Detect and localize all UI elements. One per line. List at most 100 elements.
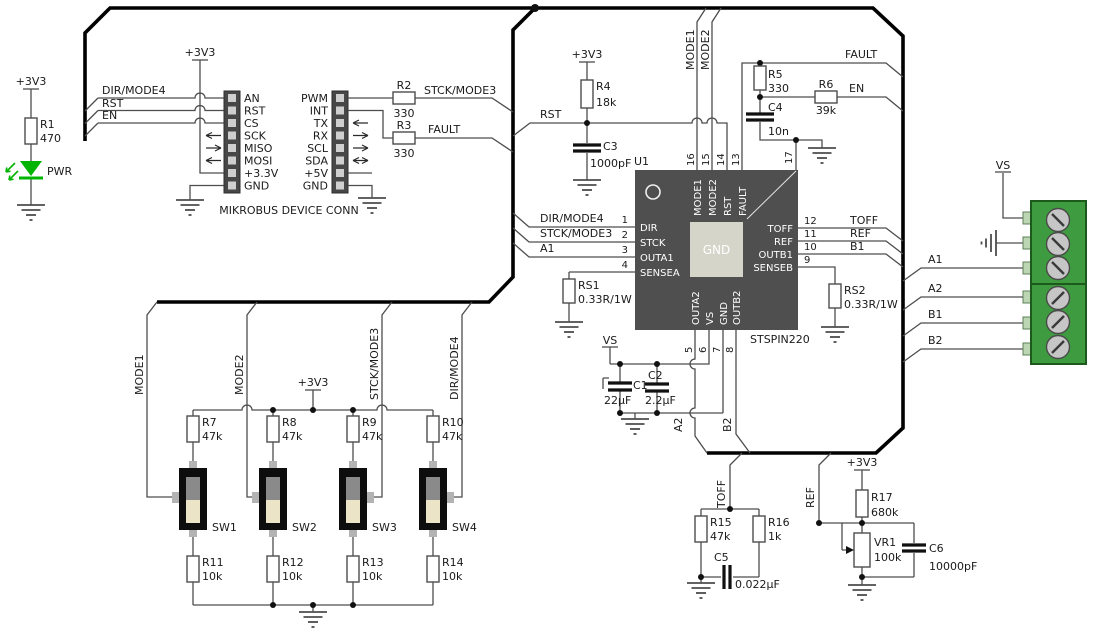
rail-label: VS bbox=[603, 334, 618, 347]
pin-name: RST bbox=[723, 196, 734, 216]
resistor-ref: R12 bbox=[282, 556, 304, 569]
pin-number: 3 bbox=[622, 245, 628, 256]
led-icon bbox=[20, 161, 42, 176]
capacitor-value: 2.2µF bbox=[645, 394, 676, 407]
resistor-value: 47k bbox=[362, 430, 383, 443]
junction-dot bbox=[350, 602, 356, 608]
net-label: EN bbox=[849, 82, 864, 95]
net-label: B2 bbox=[721, 417, 734, 432]
pin-name: REF bbox=[774, 237, 793, 248]
resistor-r7 bbox=[186, 415, 200, 443]
rail-label: VS bbox=[996, 159, 1011, 172]
junction-dot bbox=[816, 520, 822, 526]
junction-dot bbox=[350, 407, 356, 413]
capacitor-value: 10000pF bbox=[929, 560, 977, 573]
rail-label: +3V3 bbox=[185, 46, 216, 59]
junction-dot bbox=[654, 410, 660, 416]
junction-dot bbox=[757, 94, 763, 100]
ground-symbol bbox=[572, 179, 602, 196]
capacitor-ref: C6 bbox=[929, 542, 944, 555]
pin-number: 16 bbox=[686, 153, 697, 166]
resistor-ref: R13 bbox=[362, 556, 384, 569]
resistor-ref: RS1 bbox=[578, 279, 600, 292]
resistor-value: 470 bbox=[40, 132, 61, 145]
wiper-arrow-icon bbox=[846, 546, 854, 554]
rail-label: +3V3 bbox=[572, 48, 603, 61]
pin-name: OUTA2 bbox=[691, 291, 702, 325]
resistor-value: 47k bbox=[202, 430, 223, 443]
pin-label: RST bbox=[244, 105, 266, 118]
slide-switch-sw3[interactable] bbox=[339, 461, 374, 537]
pin-number: 12 bbox=[804, 216, 817, 227]
resistor-ref: R17 bbox=[871, 491, 893, 504]
pin-number: 9 bbox=[804, 255, 810, 266]
pin-number: 14 bbox=[716, 153, 727, 166]
resistor-value: 680k bbox=[871, 506, 899, 519]
net-label: DIR/MODE4 bbox=[448, 336, 461, 400]
capacitor-c1 bbox=[608, 381, 632, 392]
resistor-value: 47k bbox=[710, 530, 731, 543]
resistor-value: 39k bbox=[816, 104, 837, 117]
resistor-ref: R11 bbox=[202, 556, 224, 569]
pin-name: OUTB1 bbox=[758, 250, 793, 261]
resistor-rs2 bbox=[828, 283, 842, 309]
pin-number: 13 bbox=[731, 153, 742, 166]
junction-dot bbox=[617, 410, 623, 416]
capacitor-c5 bbox=[722, 565, 732, 589]
pin-number: 2 bbox=[622, 230, 628, 241]
resistor-ref: R7 bbox=[202, 416, 217, 429]
wire bbox=[609, 330, 751, 454]
resistor-value: 10k bbox=[202, 570, 223, 583]
resistor-value: 10k bbox=[282, 570, 303, 583]
capacitor-value: 10n bbox=[768, 125, 789, 138]
switch-label: SW4 bbox=[452, 521, 477, 534]
ground-symbol bbox=[357, 197, 387, 214]
slide-switch-sw1[interactable] bbox=[172, 461, 207, 537]
pin-label: +5V bbox=[304, 167, 328, 180]
pin-name: MODE1 bbox=[693, 179, 704, 216]
net-label: DIR/MODE4 bbox=[102, 84, 166, 97]
net-label: RST bbox=[540, 108, 562, 121]
connector-title: MIKROBUS DEVICE CONN bbox=[219, 204, 358, 217]
header-strip-right bbox=[331, 90, 349, 194]
resistor-r3 bbox=[392, 131, 416, 145]
wire bbox=[512, 212, 635, 322]
resistor-r6 bbox=[814, 90, 838, 104]
ground-symbol bbox=[16, 204, 46, 221]
junction-dot bbox=[793, 137, 799, 143]
pad-label: GND bbox=[703, 243, 731, 257]
pin-number: 5 bbox=[684, 347, 695, 353]
pin-number: 11 bbox=[804, 229, 817, 240]
net-label: STCK/MODE3 bbox=[368, 328, 381, 400]
chip-ref: U1 bbox=[634, 155, 649, 168]
resistor-value: 47k bbox=[442, 430, 463, 443]
resistor-r1 bbox=[24, 117, 38, 145]
resistor-r14 bbox=[426, 555, 440, 583]
screw-icon bbox=[1045, 231, 1071, 257]
potentiometer-ref: VR1 bbox=[874, 536, 896, 549]
power-led-circuit: +3V3 R1 470 PWR bbox=[5, 75, 73, 221]
resistor-ref: R4 bbox=[596, 80, 611, 93]
pin-number: 10 bbox=[804, 242, 817, 253]
direction-arrows-icon bbox=[205, 131, 222, 165]
slide-switch-sw4[interactable] bbox=[419, 461, 454, 537]
slide-switch-sw2[interactable] bbox=[252, 461, 287, 537]
pin-number: 6 bbox=[698, 347, 709, 353]
vs-decoupling-circuit: VS C1 22µF C2 2.2µF A2 B2 bbox=[602, 330, 751, 454]
resistor-ref: R1 bbox=[40, 118, 55, 131]
pin-name: OUTA1 bbox=[640, 253, 674, 264]
pin-label: RX bbox=[313, 130, 329, 143]
chip-part-number: STSPIN220 bbox=[750, 333, 810, 346]
net-label: MODE1 bbox=[133, 354, 146, 395]
pin-label: INT bbox=[310, 105, 328, 118]
ground-symbol bbox=[620, 418, 650, 435]
ground-symbol bbox=[807, 147, 837, 164]
pin1-mark-icon bbox=[645, 184, 661, 200]
wire bbox=[348, 172, 373, 198]
resistor-value: 47k bbox=[282, 430, 303, 443]
resistor-ref: R3 bbox=[397, 119, 412, 132]
pin-label: PWM bbox=[301, 92, 328, 105]
net-label: STCK/MODE3 bbox=[424, 84, 496, 97]
header-pads bbox=[228, 94, 236, 190]
ground-symbol bbox=[820, 326, 850, 343]
